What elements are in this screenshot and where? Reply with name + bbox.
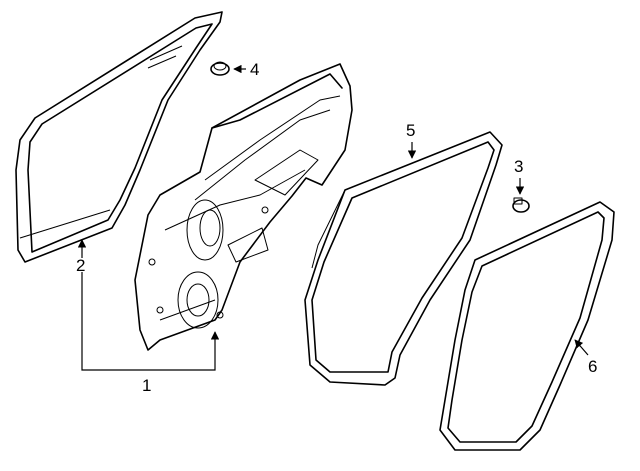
- door-skin-panel: [15, 11, 223, 263]
- callout-2: 2: [76, 256, 85, 275]
- callout-1: 1: [142, 376, 151, 395]
- leader-lines: [77, 64, 589, 371]
- grommet-plug: [210, 61, 230, 76]
- callout-5: 5: [406, 121, 415, 140]
- callout-3: 3: [514, 157, 523, 176]
- callout-6: 6: [588, 357, 597, 376]
- body-weatherstrip: [304, 131, 503, 386]
- clip-fastener: [512, 197, 530, 213]
- door-weatherstrip: [439, 201, 615, 451]
- door-inner-frame: [134, 63, 353, 351]
- callout-4: 4: [250, 60, 259, 79]
